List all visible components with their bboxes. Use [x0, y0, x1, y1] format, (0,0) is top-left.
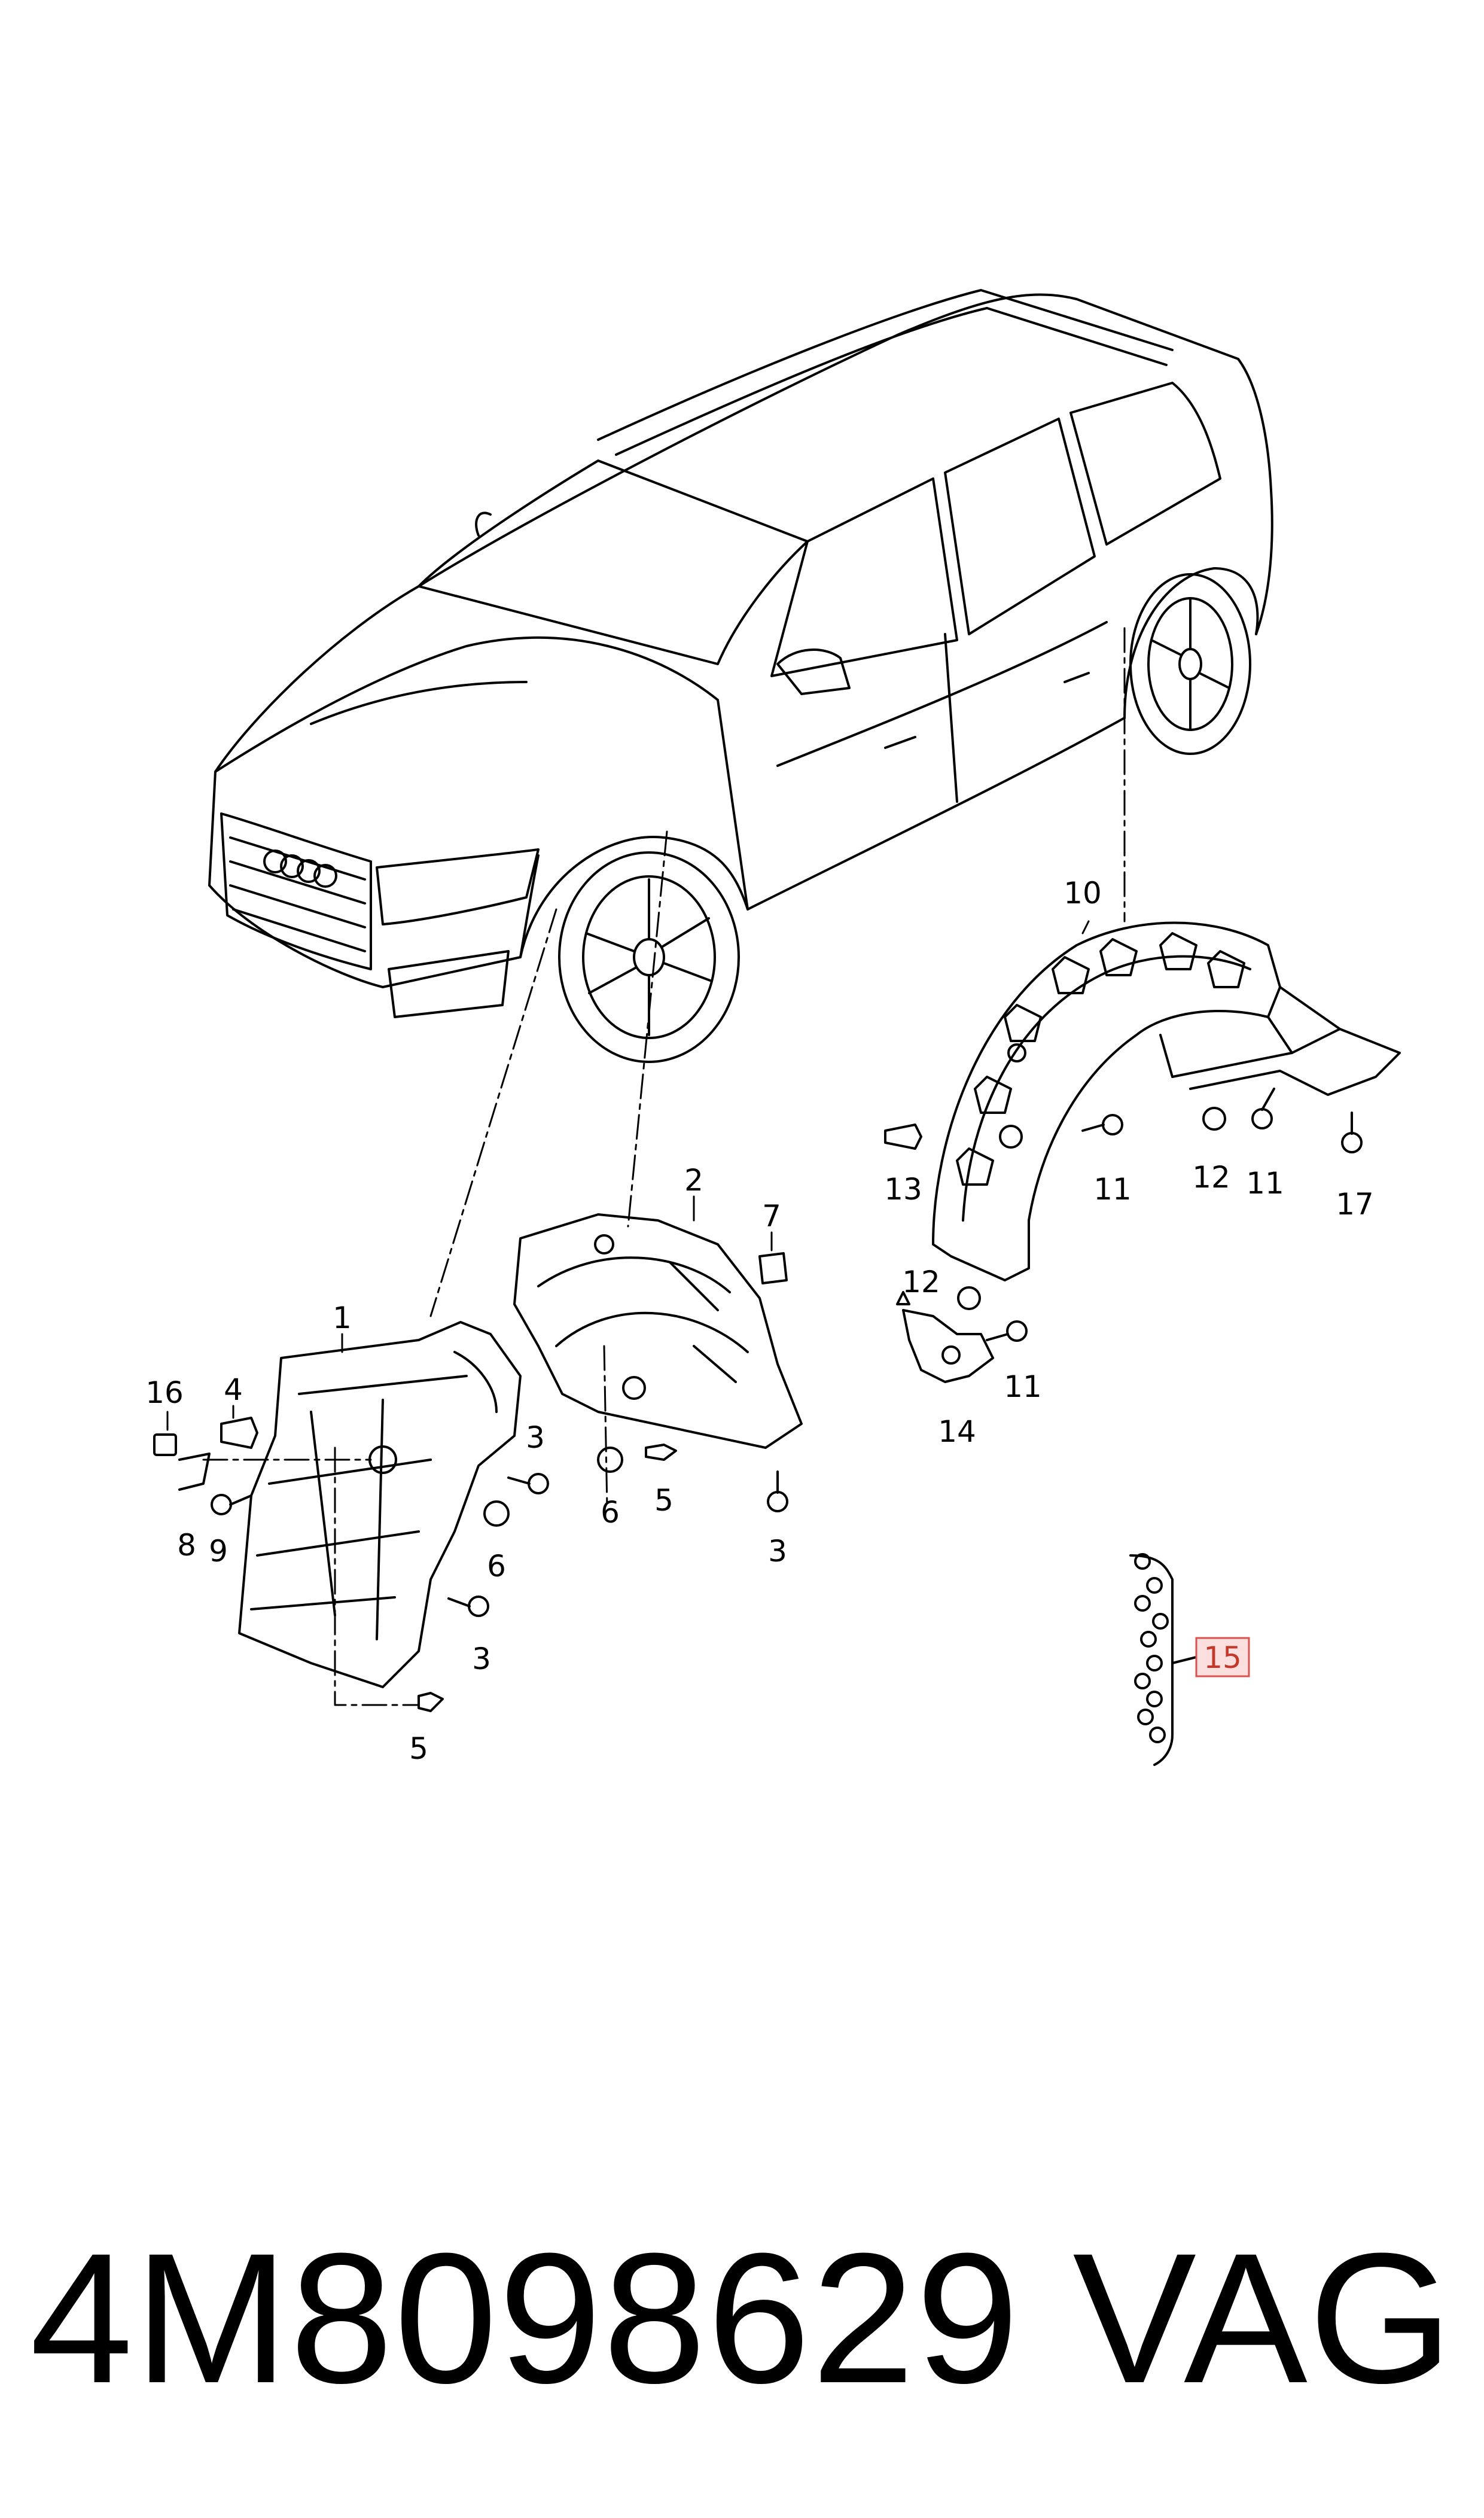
callout-13: 13: [884, 1172, 922, 1207]
callout-2: 2: [684, 1163, 703, 1198]
callout-5: 5: [654, 1483, 674, 1518]
vehicle-illustration: [208, 289, 1273, 1063]
callout-11: 11: [1004, 1369, 1042, 1404]
callout-1: 1: [333, 1301, 352, 1335]
callout-14: 14: [938, 1414, 976, 1449]
callout-11: 11: [1246, 1166, 1284, 1201]
part-2-front-liner-rear: [513, 1213, 803, 1449]
callout-5: 5: [409, 1731, 428, 1766]
callout-15-highlight: [1195, 1637, 1250, 1677]
callout-3: 3: [472, 1642, 491, 1676]
callout-labels: 1 2 3 3 3 4 5 5 6 6 7 8 9 10 11 11 11 12…: [145, 876, 1374, 1766]
callout-16: 16: [145, 1375, 184, 1410]
callout-10: 10: [1064, 876, 1102, 911]
callout-4: 4: [224, 1372, 243, 1407]
part-1-front-liner: [238, 1321, 522, 1688]
callout-15: 15: [1203, 1640, 1242, 1675]
callout-3: 3: [768, 1534, 787, 1569]
callout-leaders: [166, 920, 1090, 1431]
part-14-bracket: [896, 1291, 994, 1383]
callout-12: 12: [1192, 1160, 1230, 1195]
callout-6: 6: [601, 1495, 620, 1530]
callout-8: 8: [177, 1528, 196, 1563]
callout-11: 11: [1093, 1172, 1132, 1207]
brand-name: VAG: [1072, 2214, 1454, 2422]
callout-17: 17: [1336, 1187, 1374, 1222]
callout-12: 12: [902, 1265, 940, 1299]
part-number: 4M8098629: [30, 2214, 1020, 2422]
leader-lines: [202, 627, 1126, 1706]
fasteners: [153, 1088, 1363, 1766]
callout-7: 7: [762, 1199, 781, 1234]
part-10-rear-liner: [932, 921, 1401, 1281]
callout-9: 9: [209, 1534, 228, 1569]
callout-6: 6: [487, 1549, 506, 1584]
callout-3: 3: [526, 1420, 545, 1455]
